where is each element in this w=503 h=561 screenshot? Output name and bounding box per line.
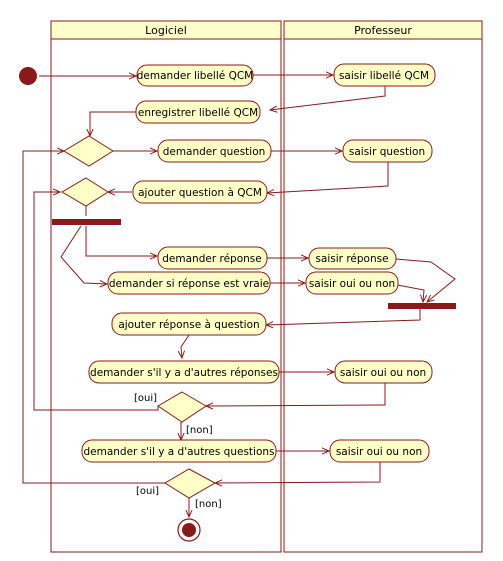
activity-a8: saisir réponse (308, 247, 397, 270)
activity-a3-label: enregistrer libellé QCM (138, 107, 258, 119)
final-node (177, 518, 201, 542)
activity-a7-label: demander réponse (162, 253, 261, 265)
activity-a6-label: ajouter question à QCM (138, 187, 262, 199)
lane-logiciel-title: Logiciel (145, 24, 187, 37)
lane-professeur-title: Professeur (354, 24, 412, 37)
activity-a14-label: demander s'il y a d'autres questions (83, 446, 274, 458)
activity-a5-label: saisir question (349, 146, 425, 158)
activity-a3: enregistrer libellé QCM (135, 100, 261, 124)
guard-oui-answers: [oui] (134, 393, 157, 404)
activity-a8-label: saisir réponse (315, 253, 388, 265)
decision-other-questions (164, 468, 217, 499)
lane-professeur: Professeur (283, 20, 483, 553)
fork-bar (52, 219, 121, 225)
activity-a9-label: demander si réponse est vraie (109, 278, 269, 290)
activity-a12: demander s'il y a d'autres réponses (88, 360, 280, 384)
activity-a7: demander réponse (157, 246, 268, 270)
activity-a11-label: ajouter réponse à question (118, 319, 259, 331)
activity-a5: saisir question (342, 139, 433, 163)
activity-a14: demander s'il y a d'autres questions (81, 439, 277, 463)
activity-a1-label: demander libellé QCM (137, 70, 253, 82)
activity-a2-label: saisir libellé QCM (339, 70, 429, 82)
activity-a15: saisir oui ou non (329, 439, 430, 463)
join-bar (388, 303, 456, 309)
decision-other-answers (157, 391, 207, 423)
initial-node (19, 67, 37, 85)
activity-a9: demander si réponse est vraie (107, 271, 271, 295)
activity-a13: saisir oui ou non (334, 360, 433, 384)
activity-a4-label: demander question (163, 146, 266, 158)
activity-a4: demander question (157, 139, 272, 163)
activity-a11: ajouter réponse à question (111, 312, 267, 336)
activity-a10: saisir oui ou non (305, 271, 399, 295)
activity-a12-label: demander s'il y a d'autres réponses (90, 367, 278, 379)
activity-a10-label: saisir oui ou non (309, 278, 395, 290)
guard-non-questions: [non] (195, 499, 222, 510)
guard-non-answers: [non] (186, 425, 213, 436)
activity-a2: saisir libellé QCM (333, 63, 436, 87)
guard-oui-questions: [oui] (136, 486, 159, 497)
flows (22, 75, 456, 517)
decision-more-questions-merge (63, 135, 114, 167)
activity-a1: demander libellé QCM (136, 64, 254, 87)
activity-a15-label: saisir oui ou non (336, 446, 422, 458)
activity-a6: ajouter question à QCM (132, 180, 268, 204)
decision-more-answers-merge (61, 177, 109, 207)
activity-a13-label: saisir oui ou non (340, 367, 426, 379)
